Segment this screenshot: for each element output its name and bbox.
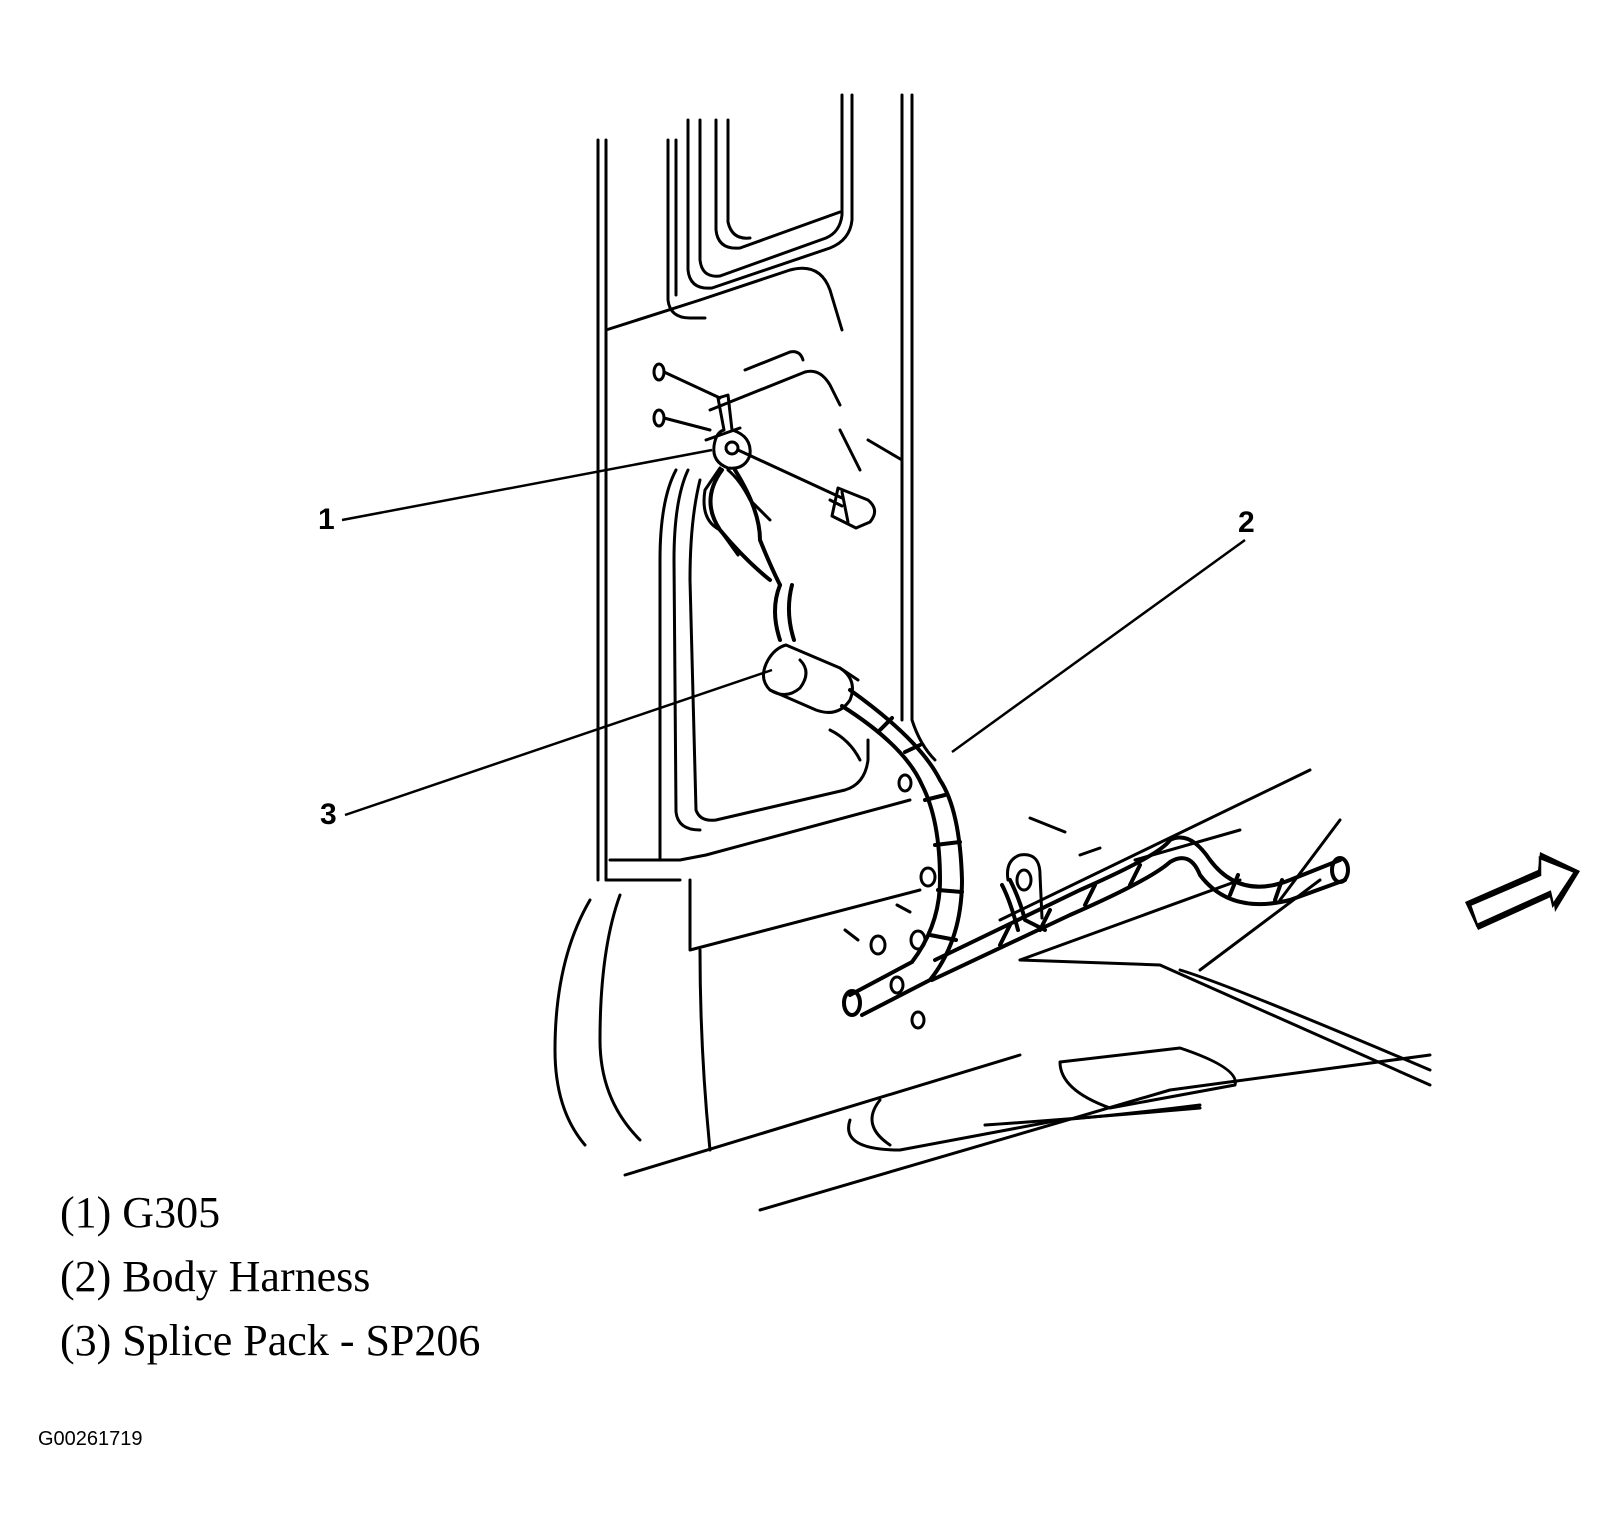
- ground-wires: [708, 468, 796, 642]
- legend-item-splice-pack: (3) Splice Pack - SP206: [60, 1316, 481, 1365]
- callout-1-leader: [341, 448, 713, 522]
- callout-1: 1: [318, 503, 335, 536]
- callout-2-leader: [951, 538, 1246, 754]
- pillar-outline: [596, 93, 937, 882]
- ground-studs: [652, 362, 722, 432]
- ground-terminal-g305: [702, 393, 844, 557]
- legend-item-body-harness: (2) Body Harness: [60, 1252, 371, 1301]
- splice-pack-sp206: [762, 643, 860, 714]
- legend: (1) G305 (2) Body Harness (3) Splice Pac…: [60, 1188, 480, 1380]
- callout-2: 2: [1238, 506, 1255, 539]
- callout-3-leader: [344, 668, 773, 817]
- harness-clip: [1006, 853, 1044, 920]
- legend-item-g305: (1) G305: [60, 1188, 221, 1237]
- callout-3: 3: [320, 798, 337, 831]
- ground-bolt: [828, 486, 876, 530]
- pillar-panel: [604, 350, 922, 952]
- figure-id: G00261719: [38, 1428, 143, 1450]
- floor-structure: [553, 768, 1432, 1212]
- front-arrow-icon: [1465, 852, 1580, 930]
- body-harness: [840, 688, 1350, 1017]
